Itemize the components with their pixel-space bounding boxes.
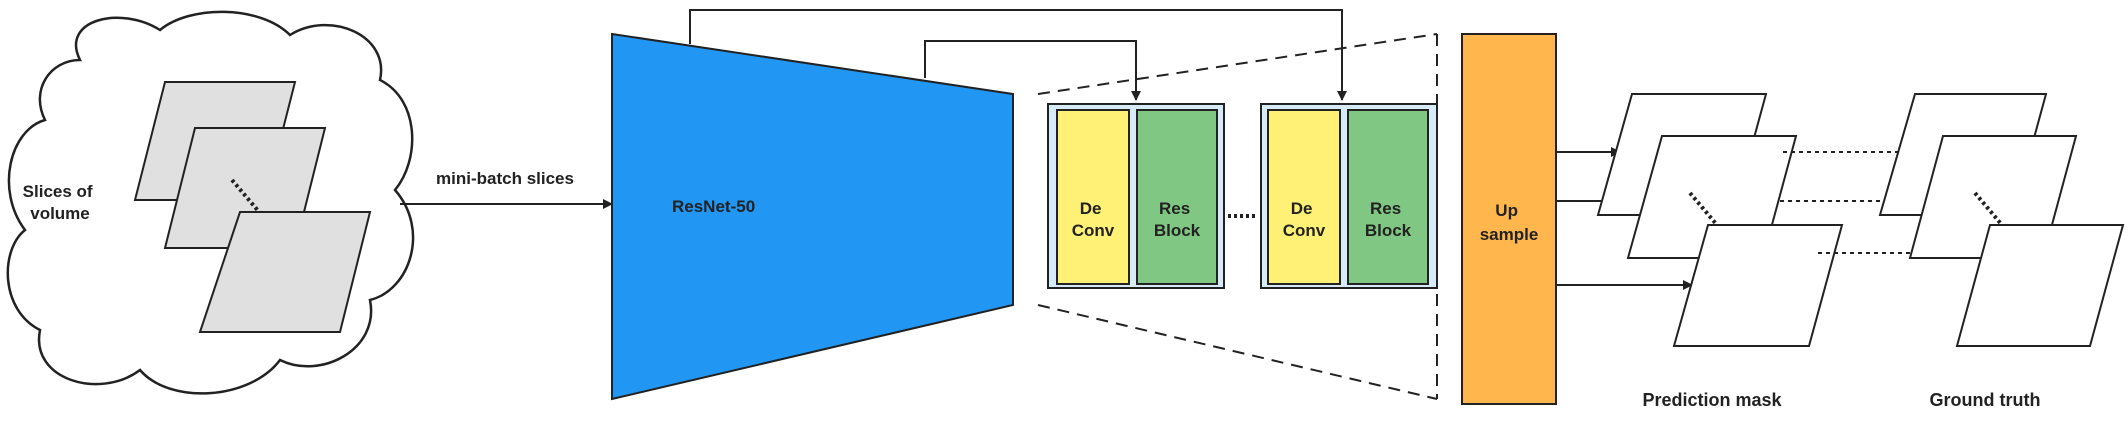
deconv-label: De Conv	[1072, 199, 1115, 240]
input-arrow-label: mini-batch slices	[436, 169, 574, 188]
deconv-label: De Conv	[1283, 199, 1326, 240]
resblock-label: Res Block	[1154, 199, 1201, 240]
ellipsis-dots	[230, 178, 262, 215]
upsample-label: Up sample	[1480, 201, 1539, 244]
prediction-label: Prediction mask	[1642, 390, 1782, 410]
skip-connection-inner	[924, 40, 1141, 101]
zoom-line-top	[1037, 33, 1438, 95]
zoom-line-bottom	[1037, 304, 1438, 400]
resblock-block	[1347, 109, 1429, 285]
encoder-block	[611, 32, 1014, 401]
deconv-block	[1056, 109, 1130, 285]
ground-truth-slice	[1955, 224, 2125, 347]
ground-truth-ellipsis	[1973, 191, 2004, 227]
cloud-label: Slices of volume	[23, 182, 98, 223]
skip-connection-outer	[689, 9, 1347, 101]
prediction-slice	[1672, 224, 1844, 347]
encoder-label: ResNet-50	[672, 197, 755, 216]
upsample-block	[1461, 33, 1557, 405]
resblock-block	[1136, 109, 1218, 285]
deconv-block	[1267, 109, 1341, 285]
prediction-ellipsis	[1688, 191, 1719, 227]
volume-slice	[198, 211, 372, 333]
resblock-label: Res Block	[1365, 199, 1412, 240]
ground-truth-label: Ground truth	[1930, 390, 2041, 410]
